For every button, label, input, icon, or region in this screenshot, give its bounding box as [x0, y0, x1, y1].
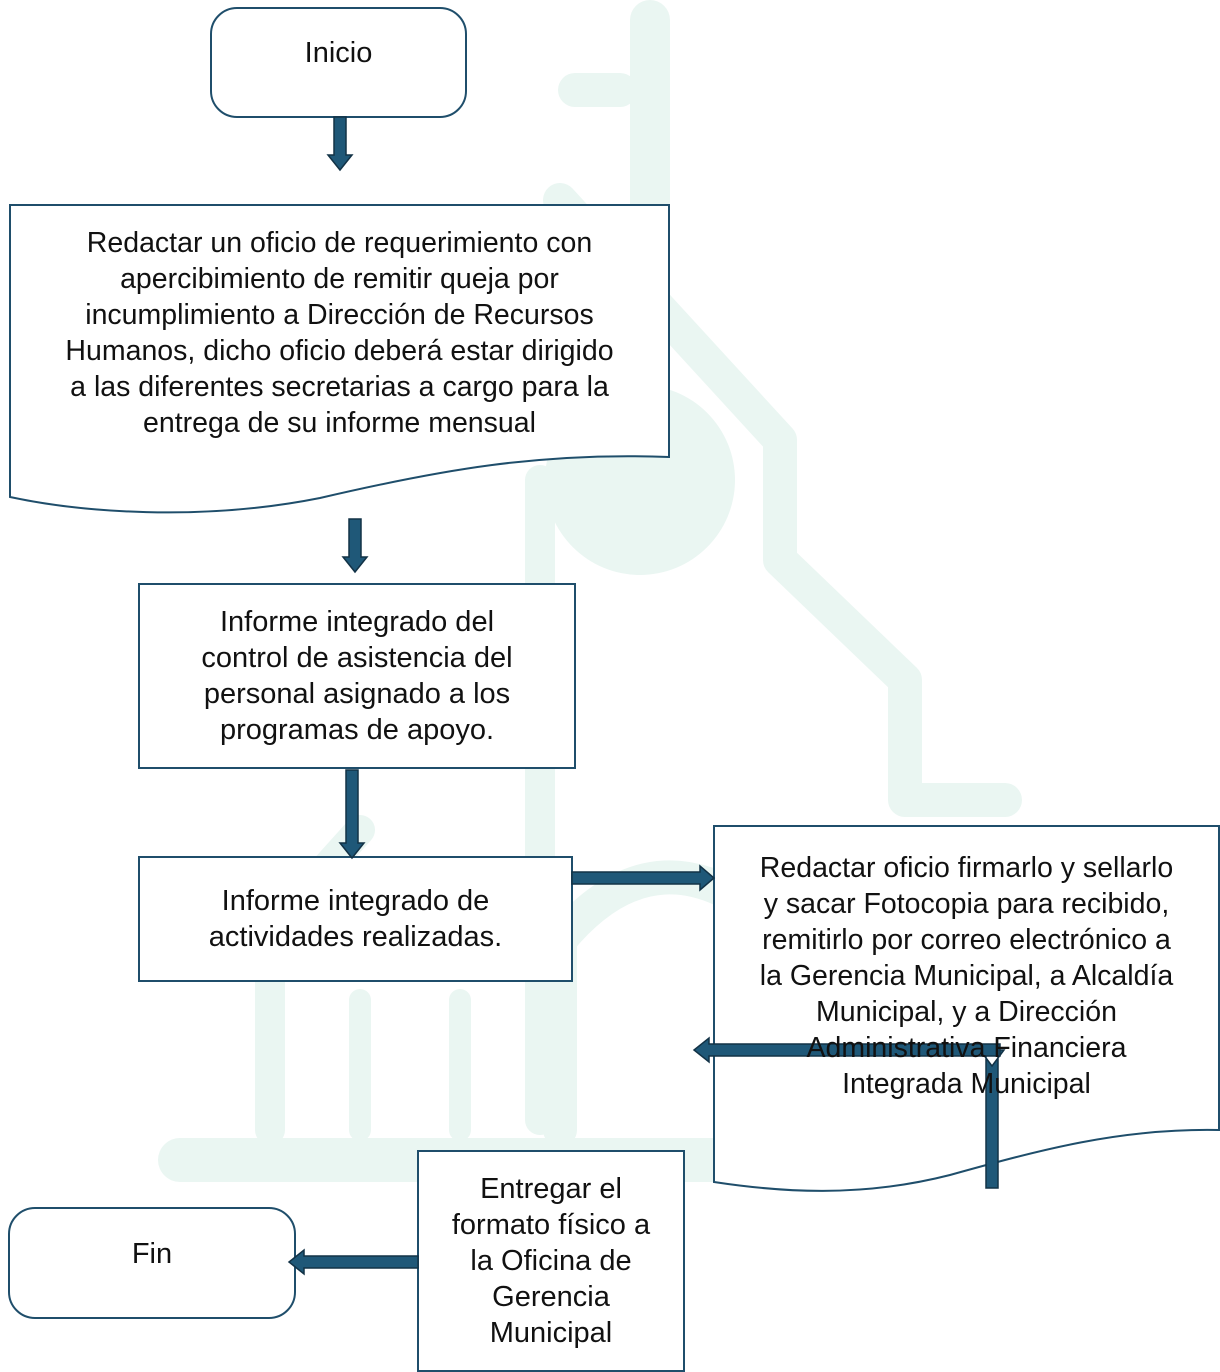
arrow-inicio-to-oficio: [326, 116, 354, 172]
arrow-to-entregar: [692, 1036, 1001, 1064]
fin-label-wrap: Fin: [9, 1208, 295, 1300]
inicio-label: Inicio: [304, 37, 373, 69]
informe-actividades-label-wrap: Informe integrado de actividades realiza…: [139, 857, 572, 981]
inicio-label-wrap: Inicio: [211, 8, 466, 98]
arrow-asistencia-to-actividades: [338, 769, 366, 860]
arrow-actividades-to-firmar: [571, 864, 716, 892]
redactar-oficio-document: [9, 204, 670, 514]
entregar-formato-label-wrap: Entregar el formato físico a la Oficina …: [418, 1151, 684, 1371]
informe-actividades-label: Informe integrado de actividades realiza…: [208, 885, 503, 953]
entregar-formato-label: Entregar el formato físico a la Oficina …: [451, 1173, 651, 1349]
arrow-entregar-to-fin: [287, 1248, 419, 1276]
redactar-oficio-firmar-label-wrap: Redactar oficio firmarlo y sellarlo y sa…: [714, 832, 1219, 1120]
informe-actividades-process: [138, 856, 573, 982]
redactar-oficio-label: Redactar un oficio de requerimiento con …: [65, 227, 614, 439]
informe-asistencia-label: Informe integrado del control de asisten…: [201, 606, 513, 746]
fin-label: Fin: [131, 1238, 173, 1270]
arrow-oficio-to-asistencia: [341, 518, 369, 574]
informe-asistencia-label-wrap: Informe integrado del control de asisten…: [139, 584, 575, 768]
entregar-formato-process: [417, 1150, 685, 1372]
redactar-oficio-firmar-label: Redactar oficio firmarlo y sellarlo y sa…: [759, 852, 1174, 1100]
informe-asistencia-process: [138, 583, 576, 769]
redactar-oficio-firmar-document: [713, 825, 1220, 1192]
redactar-oficio-label-wrap: Redactar un oficio de requerimiento con …: [10, 214, 669, 452]
